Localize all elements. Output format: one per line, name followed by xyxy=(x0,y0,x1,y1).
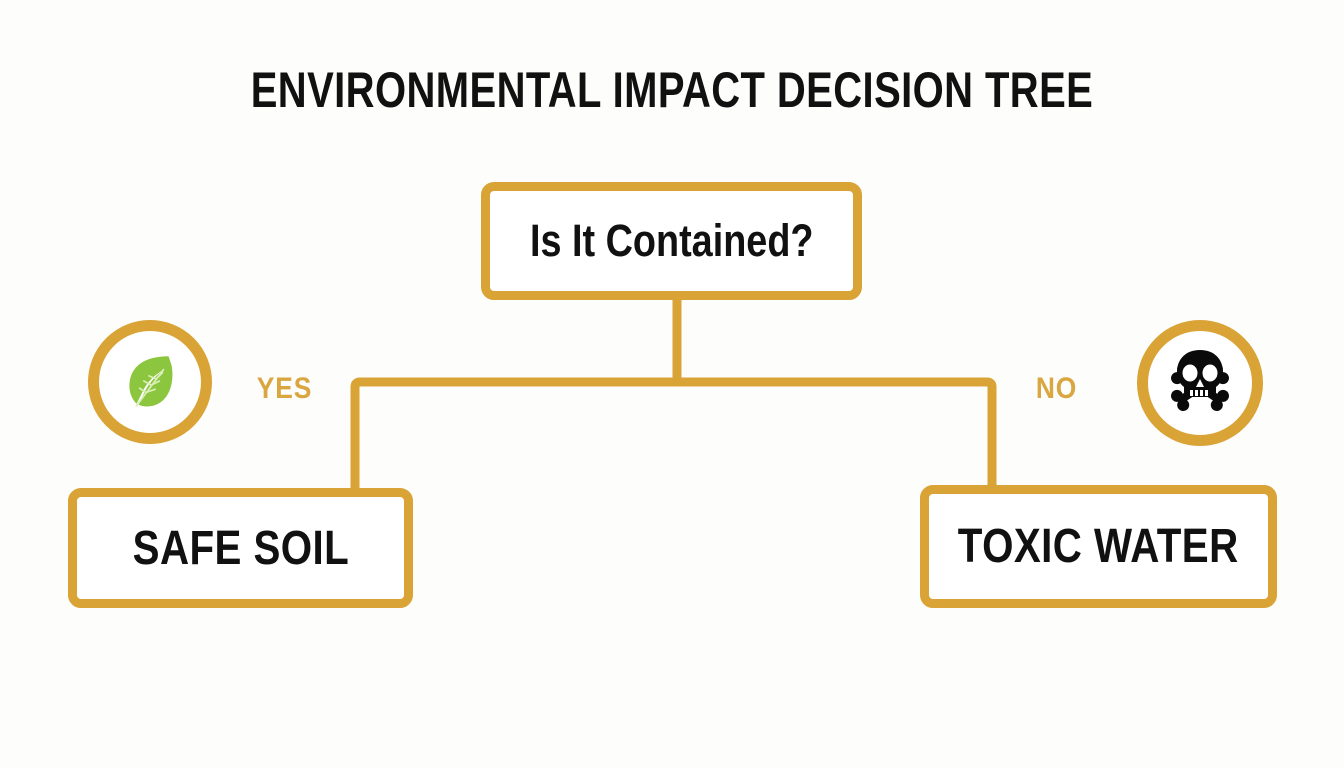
decision-node-root[interactable]: Is It Contained? xyxy=(481,182,862,300)
skull-crossbones-icon xyxy=(1164,347,1236,420)
page-title: ENVIRONMENTAL IMPACT DECISION TREE xyxy=(250,62,1094,118)
branch-label-no: NO xyxy=(1035,372,1078,405)
outcome-node-toxic-water[interactable]: TOXIC WATER xyxy=(920,485,1277,608)
outcome-node-safe-soil-label: SAFE SOIL xyxy=(132,521,349,575)
leaf-icon xyxy=(117,347,183,418)
branch-badge-no xyxy=(1137,320,1263,446)
decision-node-root-label: Is It Contained? xyxy=(529,215,814,266)
outcome-node-toxic-water-label: TOXIC WATER xyxy=(958,520,1239,573)
edge-root-to-safe-soil xyxy=(350,377,677,494)
branch-label-yes: YES xyxy=(256,372,313,405)
branch-badge-yes xyxy=(88,320,212,444)
outcome-node-safe-soil[interactable]: SAFE SOIL xyxy=(68,488,413,608)
edge-root-to-toxic-water xyxy=(677,377,997,491)
